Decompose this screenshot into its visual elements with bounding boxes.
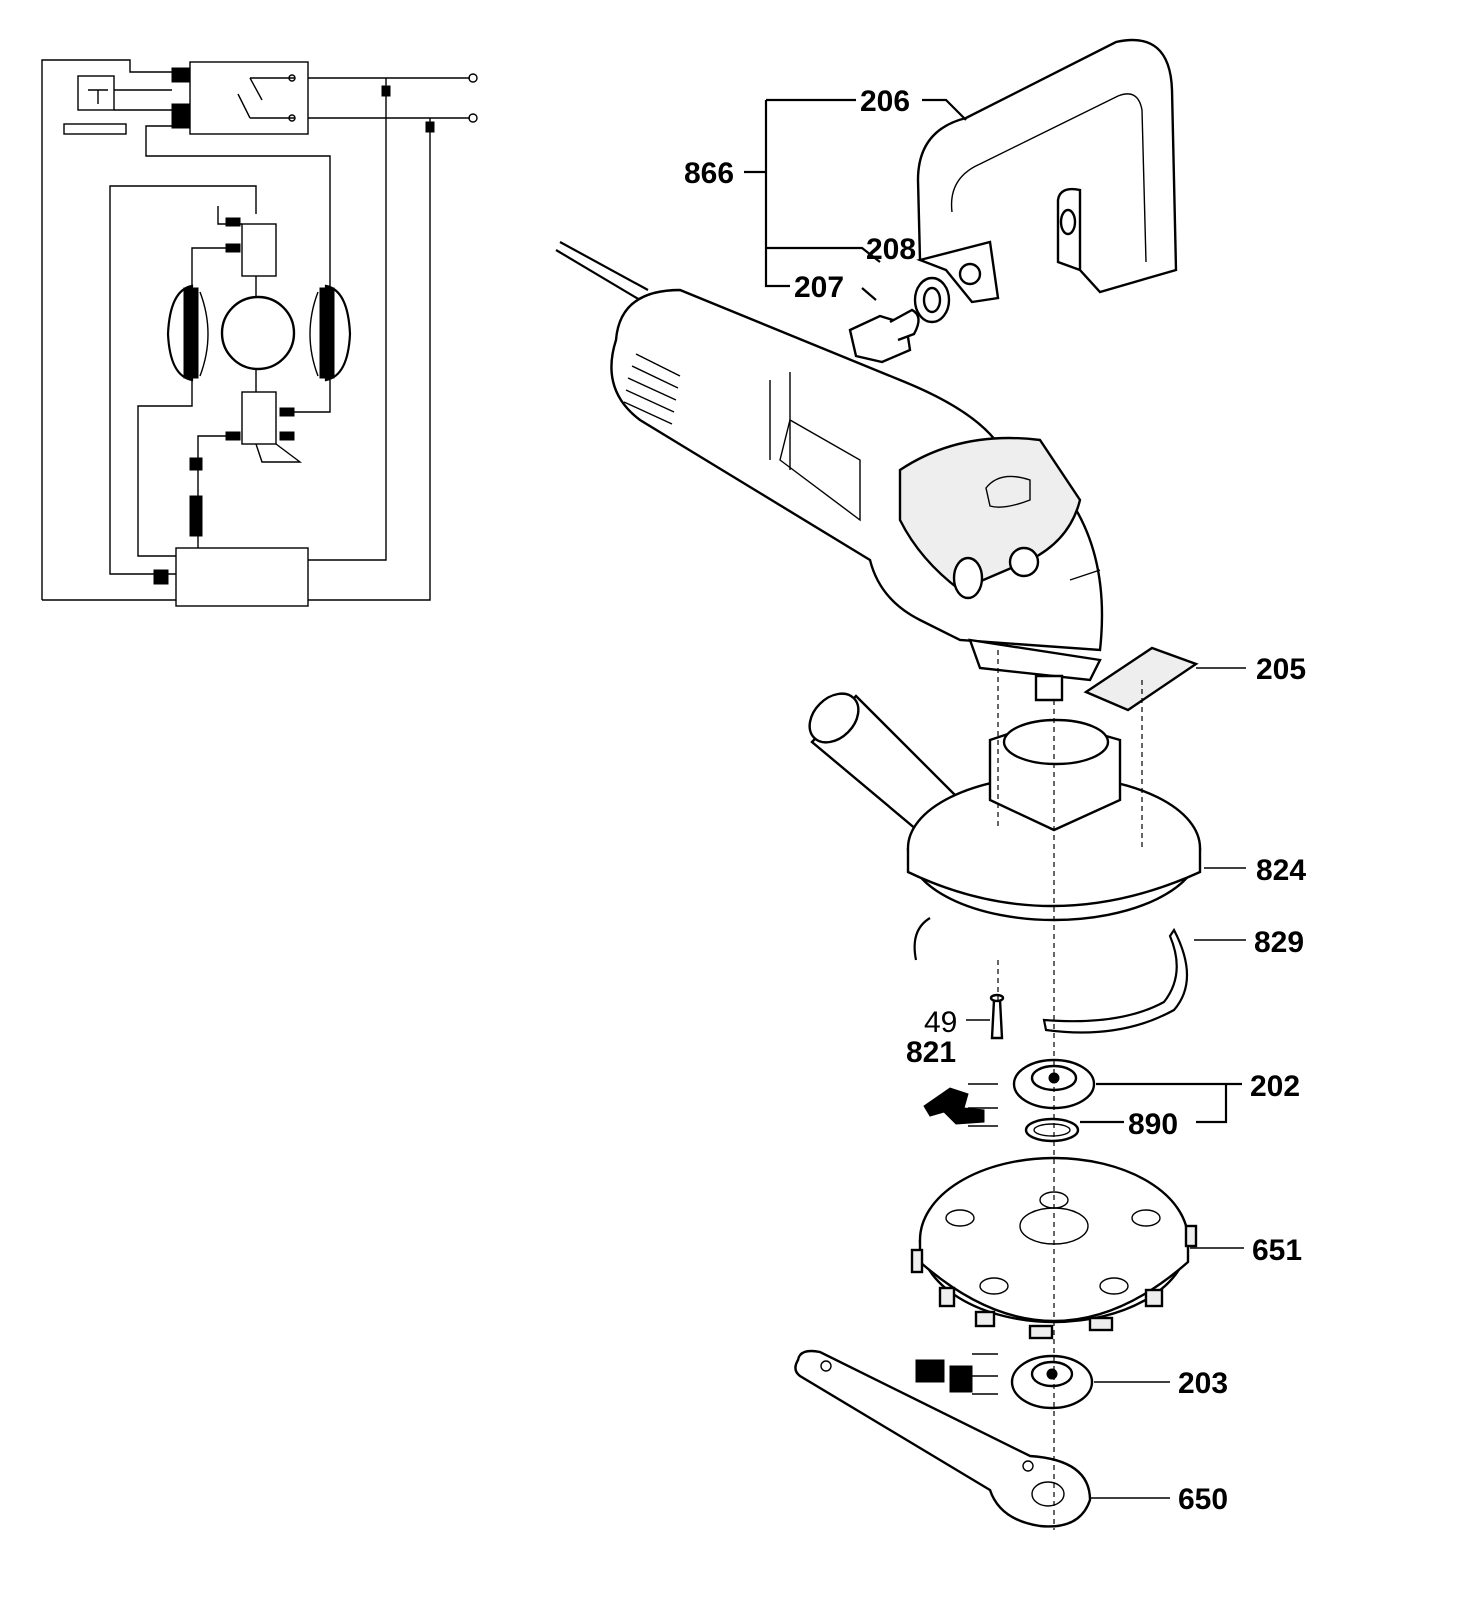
label-824: 824 [1256, 854, 1306, 887]
label-208: 208 [866, 233, 916, 266]
spanner-part [794, 1349, 1092, 1528]
screw-part [989, 993, 1005, 1040]
cup-wheel-part [910, 1156, 1198, 1340]
washer-part [913, 276, 951, 324]
label-890: 890 [1128, 1108, 1178, 1141]
label-203: 203 [1178, 1367, 1228, 1400]
label-821: 821 [906, 1036, 956, 1069]
label-829: 829 [1254, 926, 1304, 959]
pin-spanner-tool-icon [915, 1353, 998, 1395]
label-866: 866 [684, 157, 734, 190]
wiring-diagram [41, 59, 478, 607]
spanner-tool-icon [923, 1083, 998, 1127]
o-ring-part [1024, 1117, 1080, 1143]
assembly-axis-lines [997, 650, 1143, 1530]
label-202: 202 [1250, 1070, 1300, 1103]
label-49: 49 [924, 1006, 957, 1039]
callout-leaders [744, 98, 1246, 1499]
callout-labels: 206 866 208 207 205 824 829 49 821 202 8… [684, 85, 1306, 1516]
handle-part [916, 38, 1178, 304]
dust-guard-part [808, 692, 1202, 922]
grinder-body [555, 241, 1104, 702]
label-plate-part [1083, 646, 1199, 712]
label-206: 206 [860, 85, 910, 118]
label-207: 207 [794, 271, 844, 304]
nut-part [1010, 1354, 1094, 1410]
brush-ring-part [913, 917, 1189, 1034]
label-651: 651 [1252, 1234, 1302, 1267]
label-650: 650 [1178, 1483, 1228, 1516]
label-205: 205 [1256, 653, 1306, 686]
bolt-part [848, 308, 920, 364]
